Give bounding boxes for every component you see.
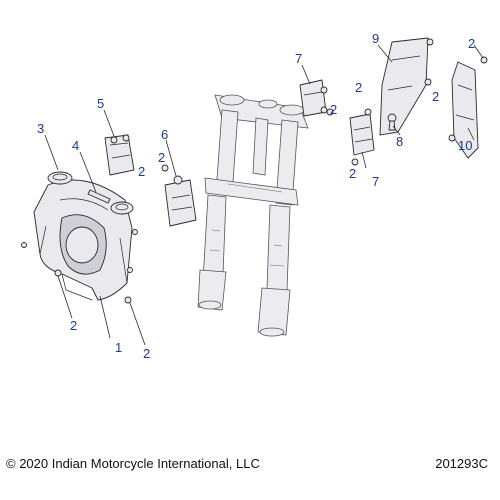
callout-part-6: 6 [161,127,168,142]
callout-part-8: 8 [396,134,403,149]
callouts: 1 2 2 3 4 5 2 6 2 7 2 2 7 2 8 9 2 2 10 [37,31,475,361]
bracket-part-5 [104,134,135,176]
fairing-cover-part-1 [33,179,133,301]
callout-part-7: 7 [295,51,302,66]
callout-part-9: 9 [372,31,379,46]
callout-part-2: 2 [70,318,77,333]
callout-part-3: 3 [37,121,44,136]
callout-part-2: 2 [468,36,475,51]
screws-part-2 [21,56,488,304]
figure-id: 201293C [435,456,488,471]
callout-part-2: 2 [143,346,150,361]
callout-part-2: 2 [330,102,337,117]
leader-lines [44,44,484,346]
bracket-part-6 [164,175,197,227]
copyright-notice: © 2020 Indian Motorcycle International, … [6,456,260,471]
callout-part-2: 2 [432,89,439,104]
bracket-part-7-upper [299,79,328,117]
callout-part-10: 10 [458,138,472,153]
callout-part-4: 4 [72,138,79,153]
callout-part-1: 1 [115,340,122,355]
cover-panel-part-9 [379,37,434,136]
cover-panel-part-10 [451,61,479,159]
grommet-right [110,201,134,215]
callout-part-2: 2 [349,166,356,181]
callout-part-2: 2 [355,80,362,95]
callout-part-5: 5 [97,96,104,111]
rod-part-4 [87,189,111,204]
grommet-part-3 [47,171,73,185]
callout-part-2: 2 [158,150,165,165]
bracket-part-7-lower [349,113,375,156]
callout-part-7: 7 [372,174,379,189]
front-fork-assembly [197,94,309,337]
callout-part-2: 2 [138,164,145,179]
screw-part-8 [387,113,397,131]
